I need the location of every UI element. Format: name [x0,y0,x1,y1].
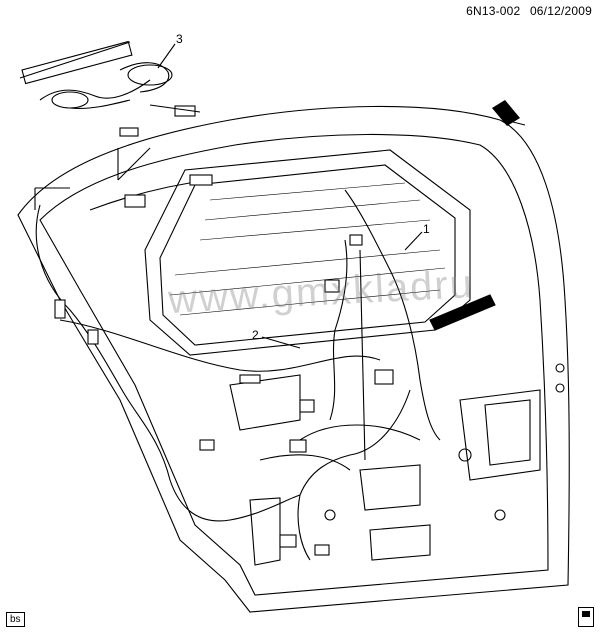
liftgate-outline [17,105,570,613]
callout-1: 1 [423,222,430,236]
direction-arrow-icon [492,100,526,126]
diagram-header: 6N13-002 06/12/2009 [460,4,592,18]
diagram-badge: bs [6,612,25,627]
liftgate-inner-outline [39,133,549,596]
harness-1 [344,189,441,441]
harness-3 [19,41,201,113]
document-icon [578,607,594,627]
callout-2: 2 [252,328,259,342]
harness-2 [35,179,381,522]
diagram-code: 6N13-002 [466,4,521,18]
window-glass [144,149,471,356]
callout-3: 3 [176,32,183,46]
diagram-date: 06/12/2009 [529,4,592,18]
